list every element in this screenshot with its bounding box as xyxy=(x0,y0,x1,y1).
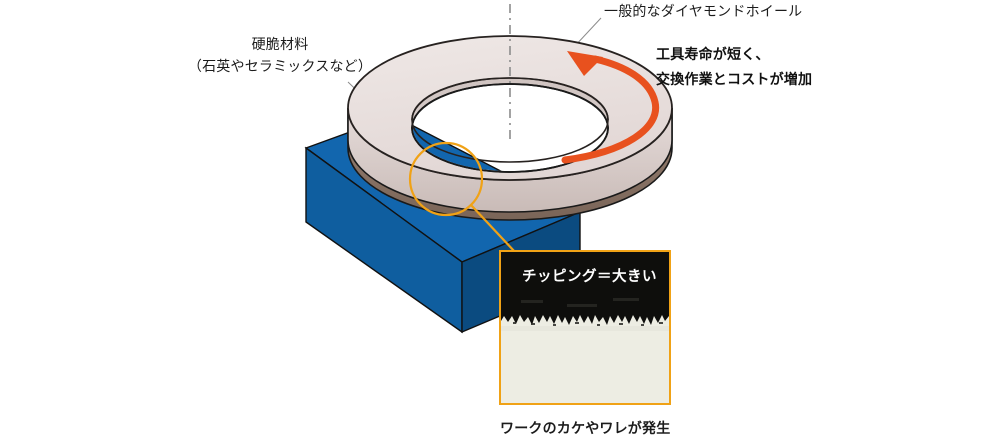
wheel-bore-outline xyxy=(411,83,609,173)
label-material-line2: （石英やセラミックスなど） xyxy=(187,58,373,74)
inset-title-chipping: チッピング＝大きい xyxy=(522,269,657,285)
label-hard-brittle-material: 硬脆材料 （石英やセラミックスなど） xyxy=(180,33,380,77)
chipping-inset-panel: チッピング＝大きい xyxy=(499,250,671,405)
chipping-micrograph xyxy=(501,252,669,403)
label-problem-line2: 交換作業とコストが増加 xyxy=(656,71,813,87)
label-problem-line1: 工具寿命が短く、 xyxy=(656,46,770,62)
label-tool-life-problem: 工具寿命が短く、 交換作業とコストが増加 xyxy=(656,42,812,92)
label-diamond-wheel: 一般的なダイヤモンドホイール xyxy=(604,3,803,19)
wheel-bore-ring xyxy=(411,77,609,163)
inset-caption: ワークのカケやワレが発生 xyxy=(500,420,671,436)
diamond-wheel xyxy=(347,35,673,221)
label-material-line1: 硬脆材料 xyxy=(251,36,309,52)
circle-highlight-icon xyxy=(408,141,516,253)
curved-rotation-arrow-icon xyxy=(561,51,660,164)
